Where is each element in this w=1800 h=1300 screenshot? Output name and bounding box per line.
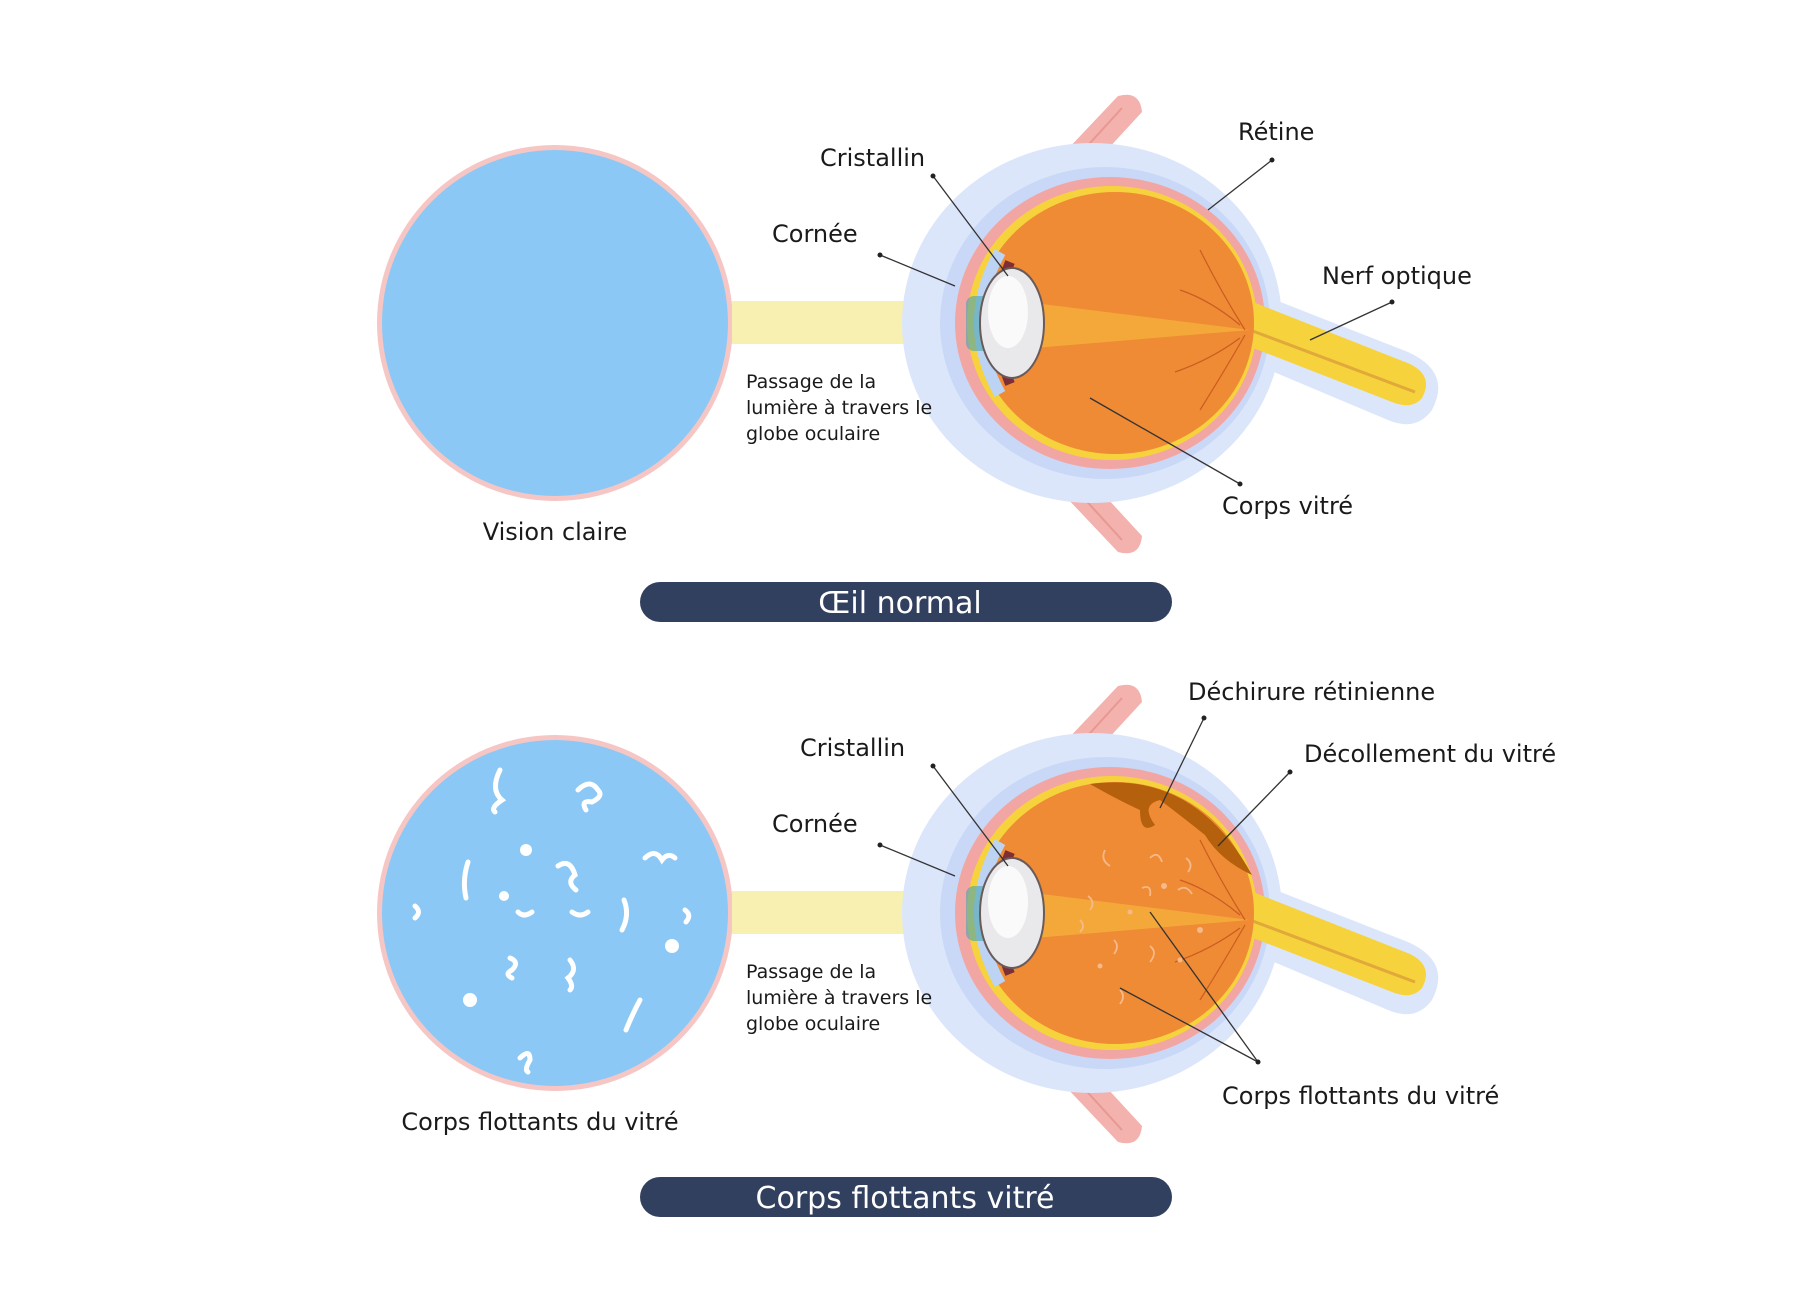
label-retine: Rétine	[1238, 118, 1314, 146]
clear-vision-caption: Vision claire	[483, 518, 628, 546]
light-cone	[1010, 300, 1250, 350]
floaters-leaders	[877, 715, 1293, 1065]
floaters-banner	[640, 1177, 1172, 1217]
light-text-line-3: globe oculaire	[746, 423, 880, 445]
floaters-vision-caption: Corps flottants du vitré	[401, 1108, 678, 1136]
floaters-vision-disc-inner	[382, 740, 728, 1086]
vision-floater-dots	[463, 844, 679, 1007]
light-text-2-line-1: Passage de la	[746, 961, 876, 983]
floaters-eye	[902, 684, 1439, 1144]
normal-eye-panel: Cristallin Cornée Rétine Nerf optique Co…	[377, 94, 1472, 622]
vision-floaters	[412, 767, 692, 1075]
label-nerf-optique: Nerf optique	[1322, 262, 1472, 290]
vitreous-detachment	[1090, 782, 1252, 875]
light-text-line-2: lumière à travers le	[746, 397, 932, 419]
normal-eye-banner	[640, 582, 1172, 622]
label-corps-flottants: Corps flottants du vitré	[1222, 1082, 1499, 1110]
clear-vision-disc-inner	[382, 150, 728, 496]
light-text-2-line-2: lumière à travers le	[746, 987, 932, 1009]
normal-eye	[902, 94, 1439, 554]
light-cone-2	[1010, 890, 1250, 940]
floaters-banner-text: Corps flottants vitré	[756, 1181, 1055, 1216]
normal-leaders	[877, 157, 1395, 487]
label-cornee: Cornée	[772, 220, 858, 248]
label-decollement: Décollement du vitré	[1304, 740, 1556, 768]
retinal-vessels	[1174, 249, 1246, 411]
vitreous-floater-dots	[1097, 883, 1203, 969]
light-text-line-1: Passage de la	[746, 371, 876, 393]
floaters-eye-panel: Cristallin Cornée Déchirure rétinienne D…	[377, 678, 1556, 1217]
label-cornee-2: Cornée	[772, 810, 858, 838]
label-cristallin: Cristallin	[820, 144, 925, 172]
label-corps-vitre: Corps vitré	[1222, 492, 1353, 520]
normal-eye-banner-text: Œil normal	[818, 586, 981, 621]
label-cristallin-2: Cristallin	[800, 734, 905, 762]
label-dechirure: Déchirure rétinienne	[1188, 678, 1435, 706]
light-text-2-line-3: globe oculaire	[746, 1013, 880, 1035]
vitreous-floaters	[1079, 849, 1193, 1005]
